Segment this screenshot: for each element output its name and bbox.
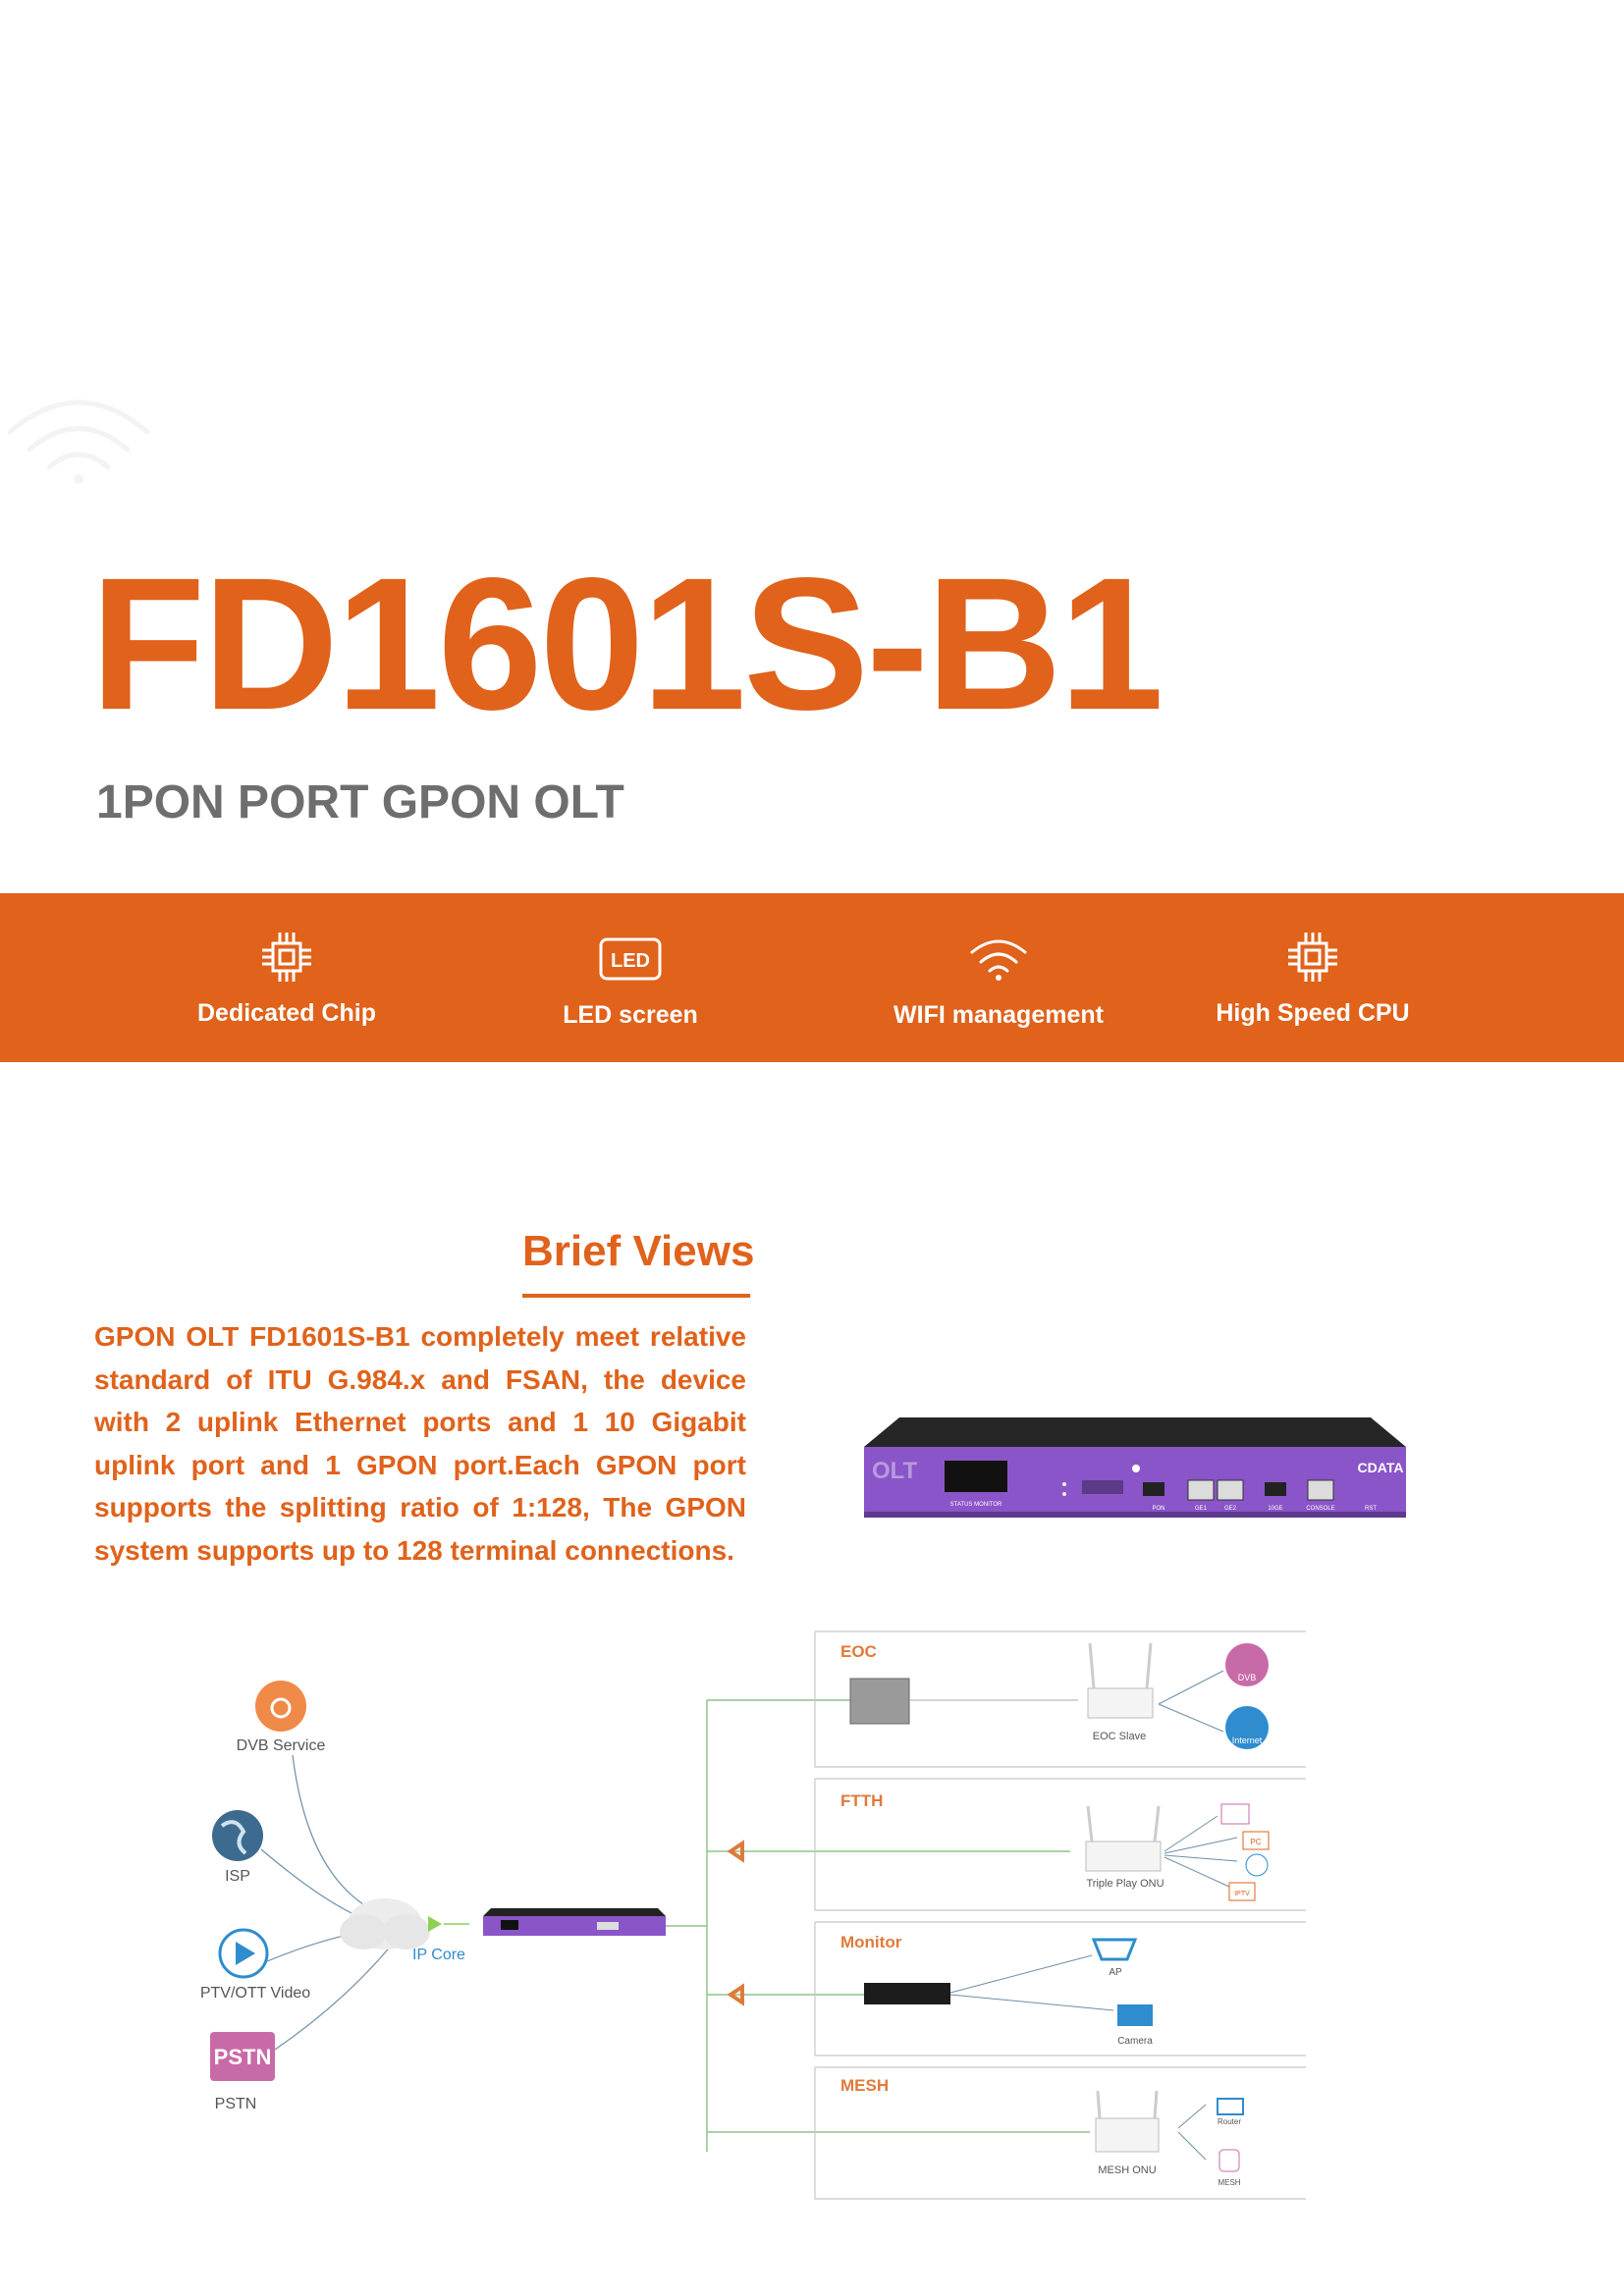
feature-label: WIFI management <box>893 1001 1104 1029</box>
feature-dedicated-chip: Dedicated Chip <box>125 893 449 1062</box>
olt-device-image: OLT STATUS MONITOR PON GE1 GE2 10GE CONS… <box>864 1417 1406 1518</box>
feature-band: Dedicated Chip LED LED screen WIFI manag… <box>0 893 1624 1062</box>
feature-label: High Speed CPU <box>1216 999 1410 1027</box>
switch-icon <box>864 1983 950 2004</box>
port-label: GE2 <box>1224 1506 1237 1512</box>
network-diagram: DVB Service ISP PTV/OTT Video PSTN PSTN … <box>200 1630 1306 2200</box>
node-label: MESH ONU <box>1098 2164 1156 2176</box>
watermark-wifi-icon <box>7 400 150 484</box>
feature-label: LED screen <box>563 1001 698 1029</box>
device-screen-label: STATUS MONITOR <box>950 1502 1002 1508</box>
cpu-icon <box>1288 933 1337 982</box>
feature-wifi-management: WIFI management <box>837 893 1161 1062</box>
ap-icon <box>1091 1938 1138 1961</box>
endpoint-label: IPTV <box>1234 1891 1250 1897</box>
router-icon <box>1217 2098 1244 2115</box>
endpoint-label: DVB <box>1238 1673 1257 1682</box>
router-small-icon <box>1220 1803 1250 1825</box>
endpoint-label: Camera <box>1117 2036 1153 2047</box>
section-title: Monitor <box>840 1933 902 1951</box>
product-subtitle: 1PON PORT GPON OLT <box>96 776 624 828</box>
pc-endpoint-icon <box>1242 1831 1270 1850</box>
service-pstn: PSTN PSTN <box>210 2032 275 2112</box>
section-title: MESH <box>840 2076 889 2095</box>
mesh-node-icon <box>1218 2149 1240 2172</box>
service-label: PSTN <box>215 2096 257 2112</box>
port-label: RST <box>1365 1506 1377 1512</box>
device-olt-badge: OLT <box>872 1458 918 1484</box>
port-label: PON <box>1152 1506 1164 1512</box>
endpoint-label: MESH <box>1218 2178 1240 2187</box>
service-label: DVB Service <box>237 1737 326 1754</box>
endpoint-label: Internet <box>1232 1735 1263 1745</box>
internet-endpoint-icon <box>1225 1706 1269 1749</box>
led-icon: LED <box>599 937 662 981</box>
port-label: GE1 <box>1195 1506 1208 1512</box>
led-icon-badge: LED <box>611 950 650 972</box>
camera-icon <box>1117 2004 1153 2026</box>
endpoint-label: AP <box>1109 1967 1122 1978</box>
brief-views-heading: Brief Views <box>522 1227 755 1275</box>
node-label: Triple Play ONU <box>1086 1878 1164 1890</box>
feature-led-screen: LED LED screen <box>468 893 792 1062</box>
heading-underline <box>522 1294 750 1298</box>
dvb-endpoint-icon <box>1225 1643 1269 1686</box>
service-dvb: DVB Service <box>237 1681 326 1754</box>
mesh-onu-icon <box>1095 2117 1160 2153</box>
product-model-title: FD1601S-B1 <box>90 538 1164 749</box>
pstn-badge: PSTN <box>214 2045 272 2069</box>
service-label: ISP <box>225 1868 250 1885</box>
service-isp: ISP <box>212 1810 263 1885</box>
port-label: CONSOLE <box>1306 1506 1334 1512</box>
endpoint-label: Router <box>1218 2117 1241 2126</box>
ip-core-cloud-icon <box>340 1898 442 1949</box>
endpoint-label: PC <box>1250 1838 1261 1846</box>
feature-high-speed-cpu: High Speed CPU <box>1151 893 1475 1062</box>
node-label: EOC Slave <box>1093 1731 1146 1742</box>
globe-icon <box>212 1810 263 1861</box>
service-video: PTV/OTT Video <box>200 1928 310 2002</box>
dvb-service-icon <box>255 1681 306 1732</box>
eoc-slave-icon <box>1087 1687 1154 1719</box>
service-label: PTV/OTT Video <box>200 1985 310 2002</box>
port-label: 10GE <box>1268 1506 1282 1512</box>
brief-views-description: GPON OLT FD1601S-B1 completely meet rela… <box>94 1321 746 1566</box>
section-title: FTTH <box>840 1791 883 1810</box>
iptv-endpoint-icon <box>1228 1882 1256 1901</box>
phone-endpoint-icon <box>1245 1853 1269 1877</box>
chip-icon <box>262 933 311 982</box>
wifi-icon <box>970 939 1027 981</box>
section-title: EOC <box>840 1642 877 1661</box>
pstn-icon <box>210 2032 275 2081</box>
ip-core-label: IP Core <box>412 1947 465 1963</box>
feature-label: Dedicated Chip <box>197 999 376 1027</box>
triple-play-onu-icon <box>1085 1841 1162 1872</box>
olt-device-small <box>483 1908 666 1936</box>
eoc-amplifier-icon <box>849 1678 910 1725</box>
device-brand-logo: CDATA <box>1358 1460 1404 1475</box>
